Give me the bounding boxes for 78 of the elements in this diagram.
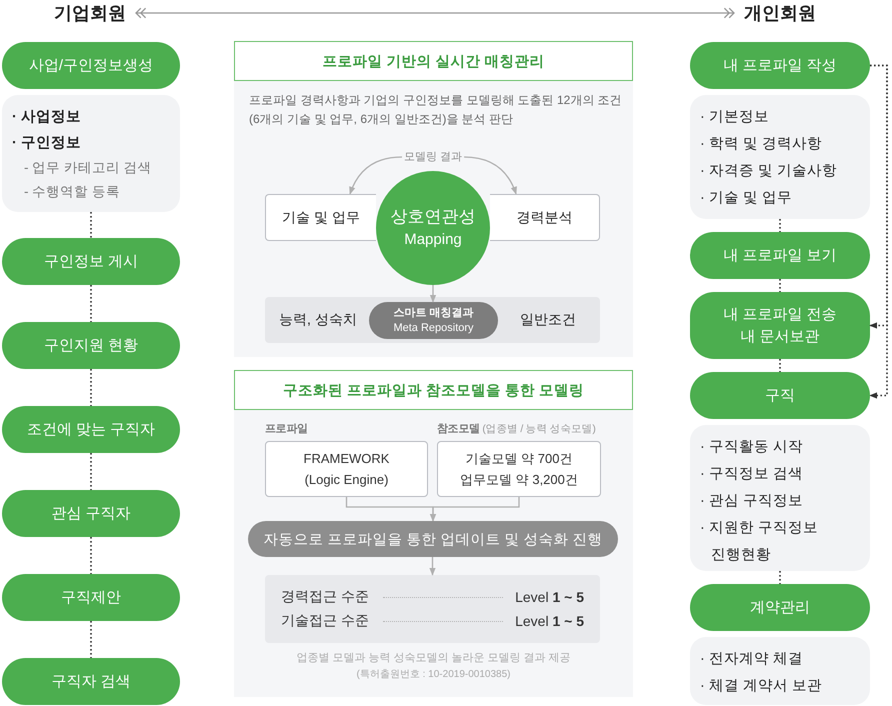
step-pill: 계약관리: [690, 584, 870, 631]
step-pill: 구직: [690, 372, 870, 419]
box-text: 기술모델 약 700건: [466, 450, 572, 468]
dotted-line: [779, 359, 781, 372]
level-value: Level 1 ~ 5: [515, 613, 584, 629]
step-pill: 관심 구직자: [2, 490, 180, 537]
arrow: [430, 497, 520, 522]
list-item: · 학력 및 경력사항: [700, 135, 823, 154]
detail-panel: [690, 95, 870, 219]
dotted-line: [90, 369, 92, 406]
step-pill: 구인정보 게시: [2, 238, 180, 285]
pill-label: Meta Repository: [393, 320, 474, 336]
list-item: · 구인정보: [12, 134, 82, 153]
dotted-line: [90, 212, 92, 238]
list-item: · 기술 및 업무: [700, 189, 793, 208]
step-label: 내 프로파일 전송: [723, 304, 837, 324]
dotted-line: [90, 285, 92, 322]
dotted-line: [90, 537, 92, 574]
panel-heading: 구조화된 프로파일과 참조모델을 통한 모델링: [234, 370, 633, 410]
section-panel: [234, 41, 633, 357]
list-item: · 관심 구직정보: [700, 492, 804, 511]
annotation-text: 모델링 결과: [404, 150, 462, 164]
step-pill: 내 프로파일 작성: [690, 42, 870, 89]
level-label: 경력접근 수준: [281, 588, 369, 606]
column-heading: 기업회원: [54, 1, 126, 25]
detail-panel: [2, 95, 180, 212]
dotted-line: [779, 571, 781, 584]
step-pill: [690, 292, 870, 359]
footnote-text: (특허출원번호 : 10-2019-0010385): [356, 668, 510, 682]
step-label: 내 문서보관: [740, 326, 820, 346]
result-pill: [369, 302, 498, 339]
section-panel: [234, 370, 633, 697]
panel-heading: 프로파일 기반의 실시간 매칭관리: [234, 41, 633, 81]
curved-arrow: [464, 156, 517, 195]
category-label: 능력, 성숙치: [279, 310, 357, 329]
dotted-arrow: [869, 64, 888, 399]
step-pill: 구직제안: [2, 574, 180, 621]
list-item: - 업무 카테고리 검색: [23, 159, 153, 177]
dotted-line: [90, 621, 92, 658]
level-panel: [265, 575, 600, 643]
column-heading: 개인회원: [744, 1, 816, 25]
dotted-line: [779, 219, 781, 232]
category-label: 일반조건: [520, 310, 576, 329]
step-pill: 조건에 맞는 구직자: [2, 406, 180, 453]
process-pill: 자동으로 프로파일을 통한 업데이트 및 성숙화 진행: [248, 521, 618, 557]
category-box: 경력분석: [490, 194, 600, 241]
level-label: 기술접근 수준: [281, 612, 369, 630]
step-pill: 사업/구인정보생성: [2, 42, 180, 89]
list-item: · 기본정보: [700, 108, 770, 127]
list-item: · 구직정보 검색: [700, 465, 804, 484]
list-item: · 전자계약 체결: [700, 650, 804, 669]
list-item: · 사업정보: [12, 108, 82, 127]
box-heading: 프로파일: [265, 422, 308, 437]
step-pill: 내 프로파일 보기: [690, 232, 870, 279]
list-item: · 자격증 및 기술사항: [700, 162, 838, 181]
circle-label: Mapping: [404, 230, 462, 250]
list-item: · 구직활동 시작: [700, 438, 804, 457]
box-text: FRAMEWORK (Logic Engine): [302, 450, 390, 489]
list-item: · 체결 계약서 보관: [700, 677, 823, 696]
dotted-line: [779, 279, 781, 292]
category-box: 기술 및 업무: [265, 194, 376, 241]
dotted-line: [90, 453, 92, 490]
result-bar: [265, 297, 600, 343]
detail-panel: [690, 425, 870, 571]
box-text: 업무모델 약 3,200건: [460, 471, 578, 489]
box-heading: 참조모델 (업종별 / 능력 성숙모델): [437, 422, 596, 437]
pill-label: 스마트 매칭결과: [393, 306, 474, 320]
arrow: [430, 285, 436, 303]
list-item: - 수행역할 등록: [23, 183, 121, 201]
circle-label: 상호연관성: [390, 206, 476, 228]
curved-arrow: [349, 156, 402, 195]
list-item: · 지원한 구직정보 진행현황: [700, 519, 819, 565]
level-value: Level 1 ~ 5: [515, 589, 584, 605]
step-pill: 구인지원 현황: [2, 322, 180, 369]
arrow: [429, 557, 436, 576]
description-text: 프로파일 경력사항과 기업의 구인정보를 모델링해 도출된 12개의 조건 (6개의 기술 및 업무, 6개의 일반조건)을 분석 판단: [249, 92, 623, 128]
step-pill: 구직자 검색: [2, 658, 180, 705]
footnote-text: 업종별 모델과 능력 성숙모델의 놀라운 모델링 결과 제공: [296, 651, 571, 666]
